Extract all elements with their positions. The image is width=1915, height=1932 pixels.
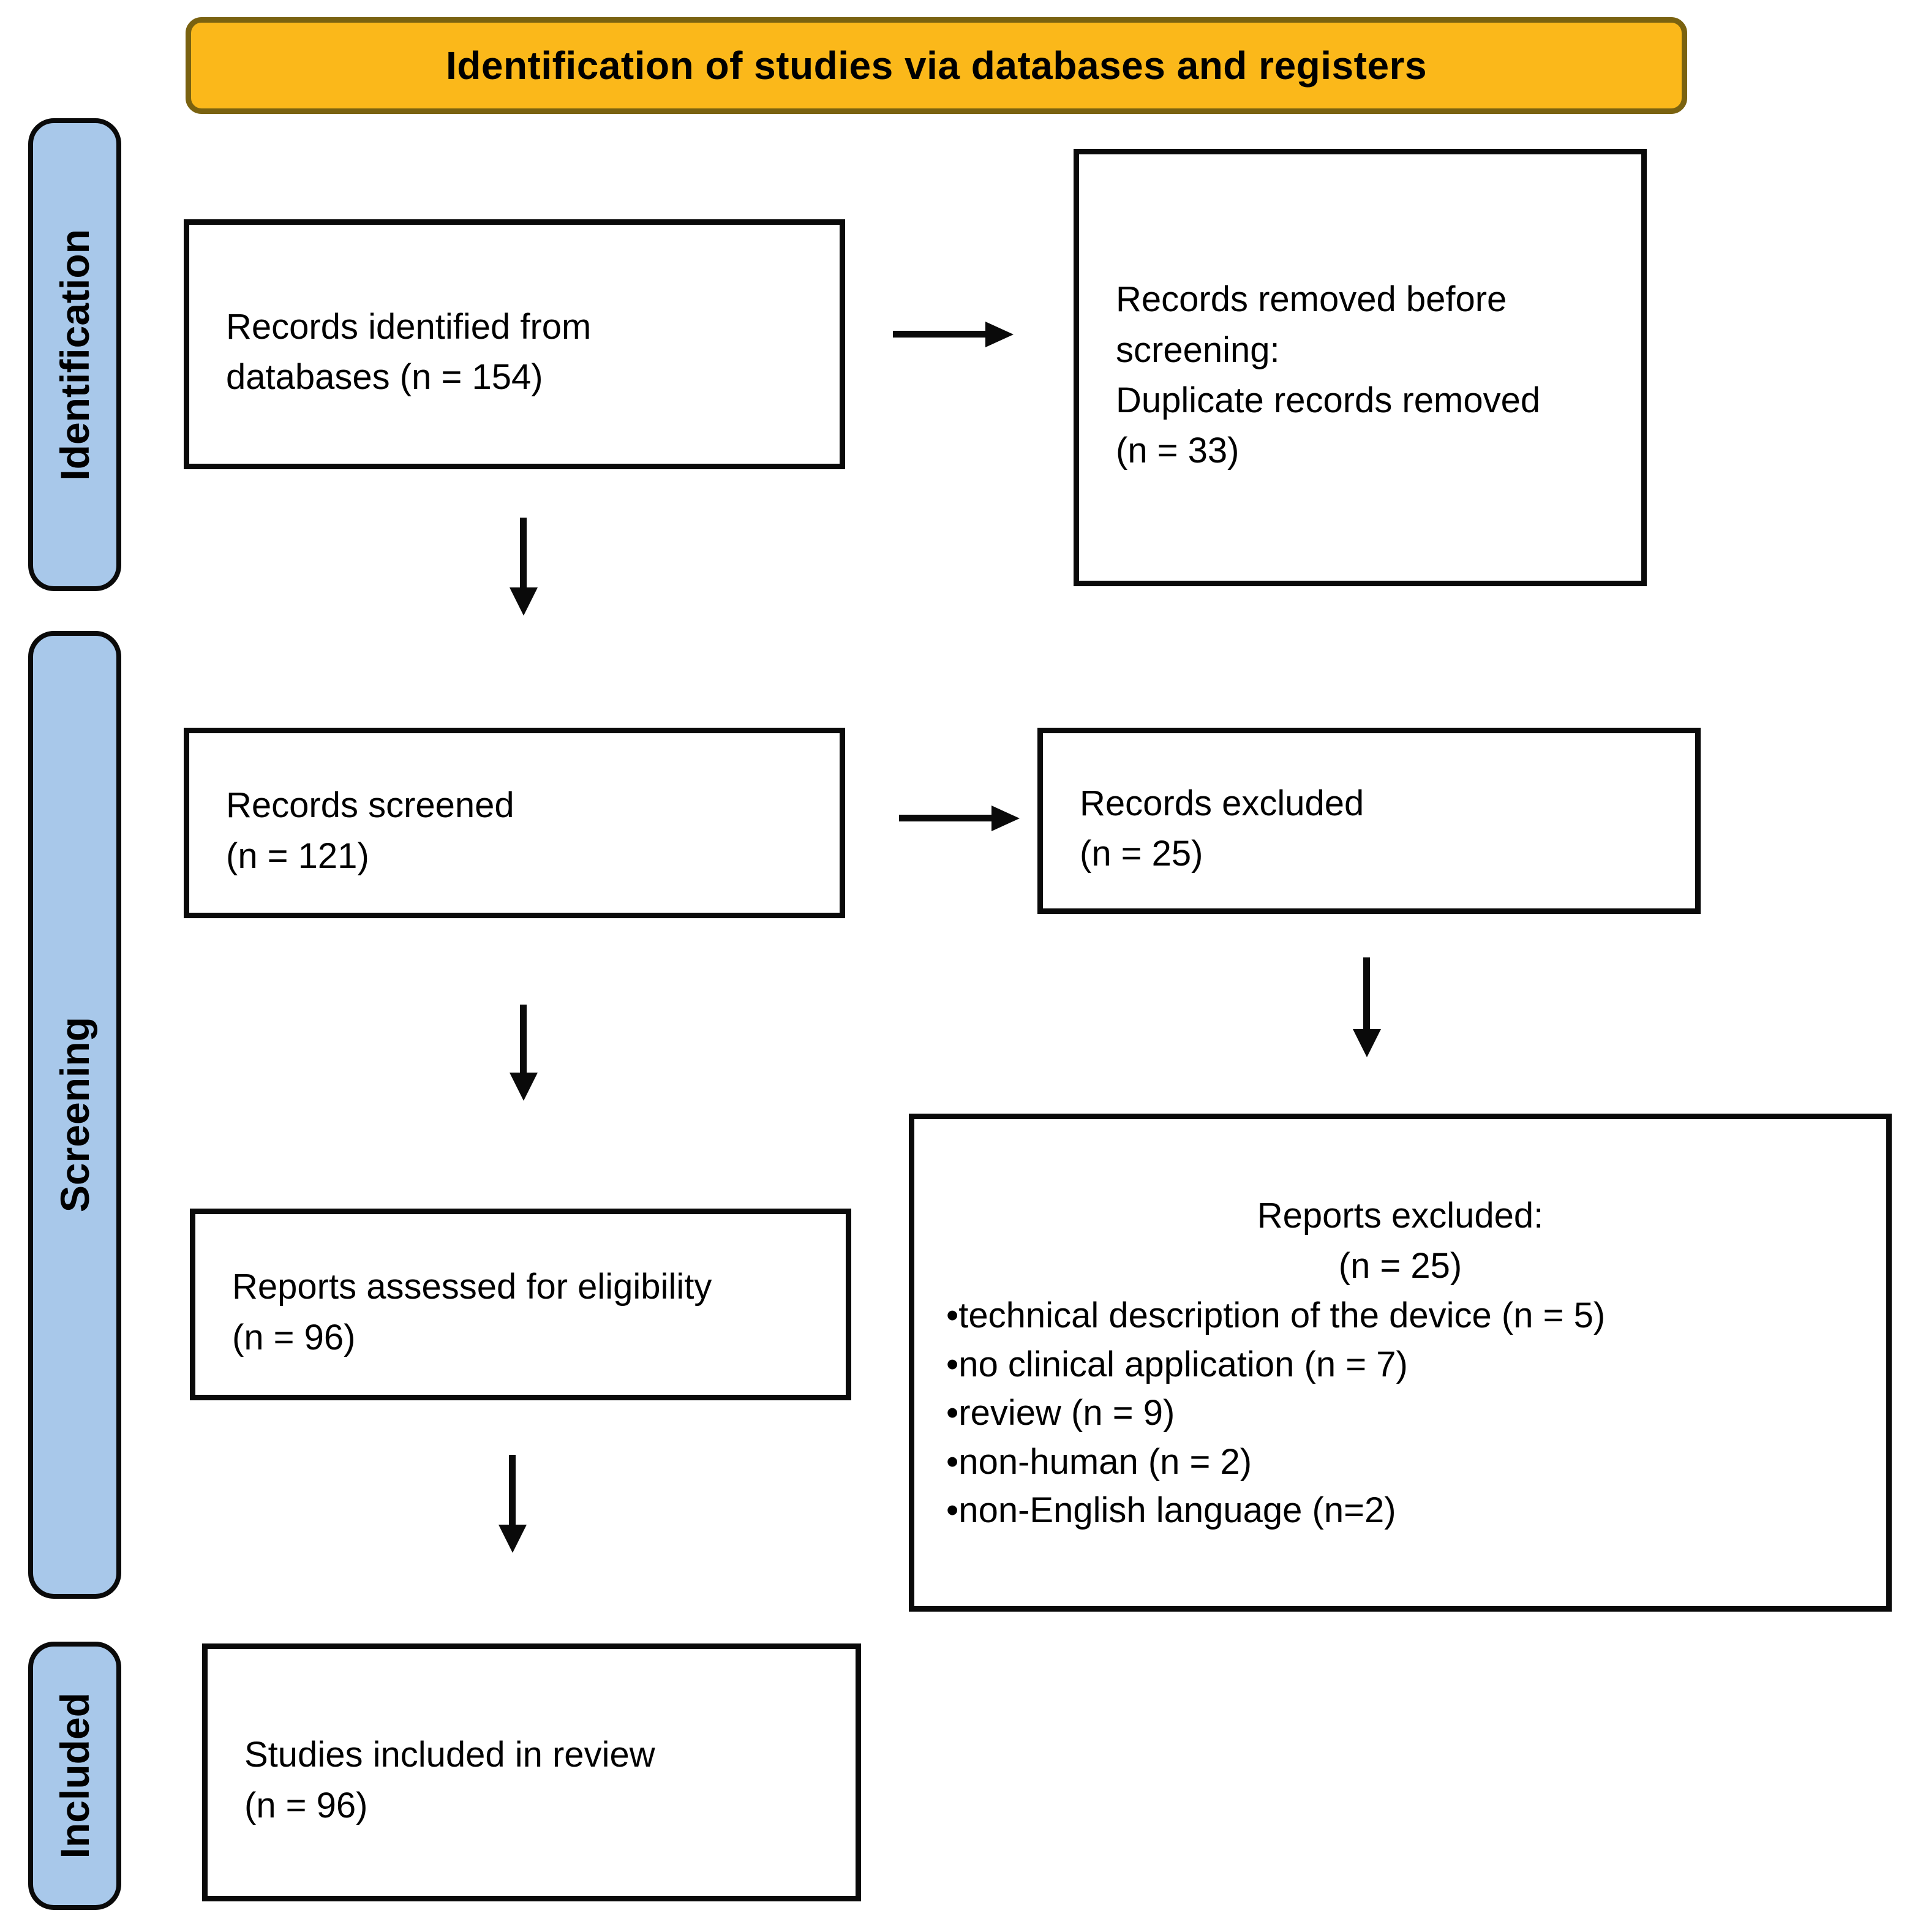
box-records-removed-text: Records removed before screening: Duplic… [1116,279,1541,471]
arrow-screened-to-excluded [899,815,992,821]
box-records-screened: Records screened (n = 121) [184,728,845,918]
box-records-removed: Records removed before screening: Duplic… [1074,149,1647,586]
box-reports-assessed-text: Reports assessed for eligibility (n = 96… [232,1267,712,1357]
box-reports-excluded: Reports excluded: (n = 25) •technical de… [909,1114,1892,1612]
stage-included-label: Included [52,1692,97,1859]
stage-screening-label: Screening [52,1017,97,1213]
box-studies-included: Studies included in review (n = 96) [202,1643,861,1901]
reports-excluded-title: Reports excluded: [1257,1195,1544,1236]
reports-excluded-count: (n = 25) [1338,1245,1462,1286]
excluded-reason-item: •review (n = 9) [946,1393,1175,1433]
reports-excluded-reasons: •technical description of the device (n … [914,1291,1886,1534]
stage-identification: Identification [28,118,121,591]
excluded-reason-item: •technical description of the device (n … [946,1296,1606,1336]
excluded-reason-item: •non-human (n = 2) [946,1441,1252,1482]
box-records-identified-text: Records identified from databases (n = 1… [226,306,592,397]
banner: Identification of studies via databases … [186,17,1687,114]
banner-title: Identification of studies via databases … [445,43,1428,88]
arrow-excluded-to-reports-excluded [1363,957,1370,1030]
excluded-reason-item: •non-English language (n=2) [946,1490,1396,1531]
stage-identification-label: Identification [52,228,97,481]
box-records-screened-text: Records screened (n = 121) [226,785,514,876]
arrow-screened-to-assessed [520,1005,527,1073]
box-records-identified: Records identified from databases (n = 1… [184,219,845,469]
box-studies-included-text: Studies included in review (n = 96) [244,1735,655,1825]
box-records-excluded: Records excluded (n = 25) [1037,728,1701,914]
arrow-identified-to-removed [893,331,986,338]
arrow-identified-to-screened [520,518,527,588]
arrow-assessed-to-included [509,1455,516,1525]
stage-included: Included [28,1642,121,1910]
stage-screening: Screening [28,631,121,1599]
box-records-excluded-text: Records excluded (n = 25) [1080,783,1364,874]
excluded-reason-item: •no clinical application (n = 7) [946,1344,1408,1384]
box-reports-assessed: Reports assessed for eligibility (n = 96… [190,1209,851,1400]
